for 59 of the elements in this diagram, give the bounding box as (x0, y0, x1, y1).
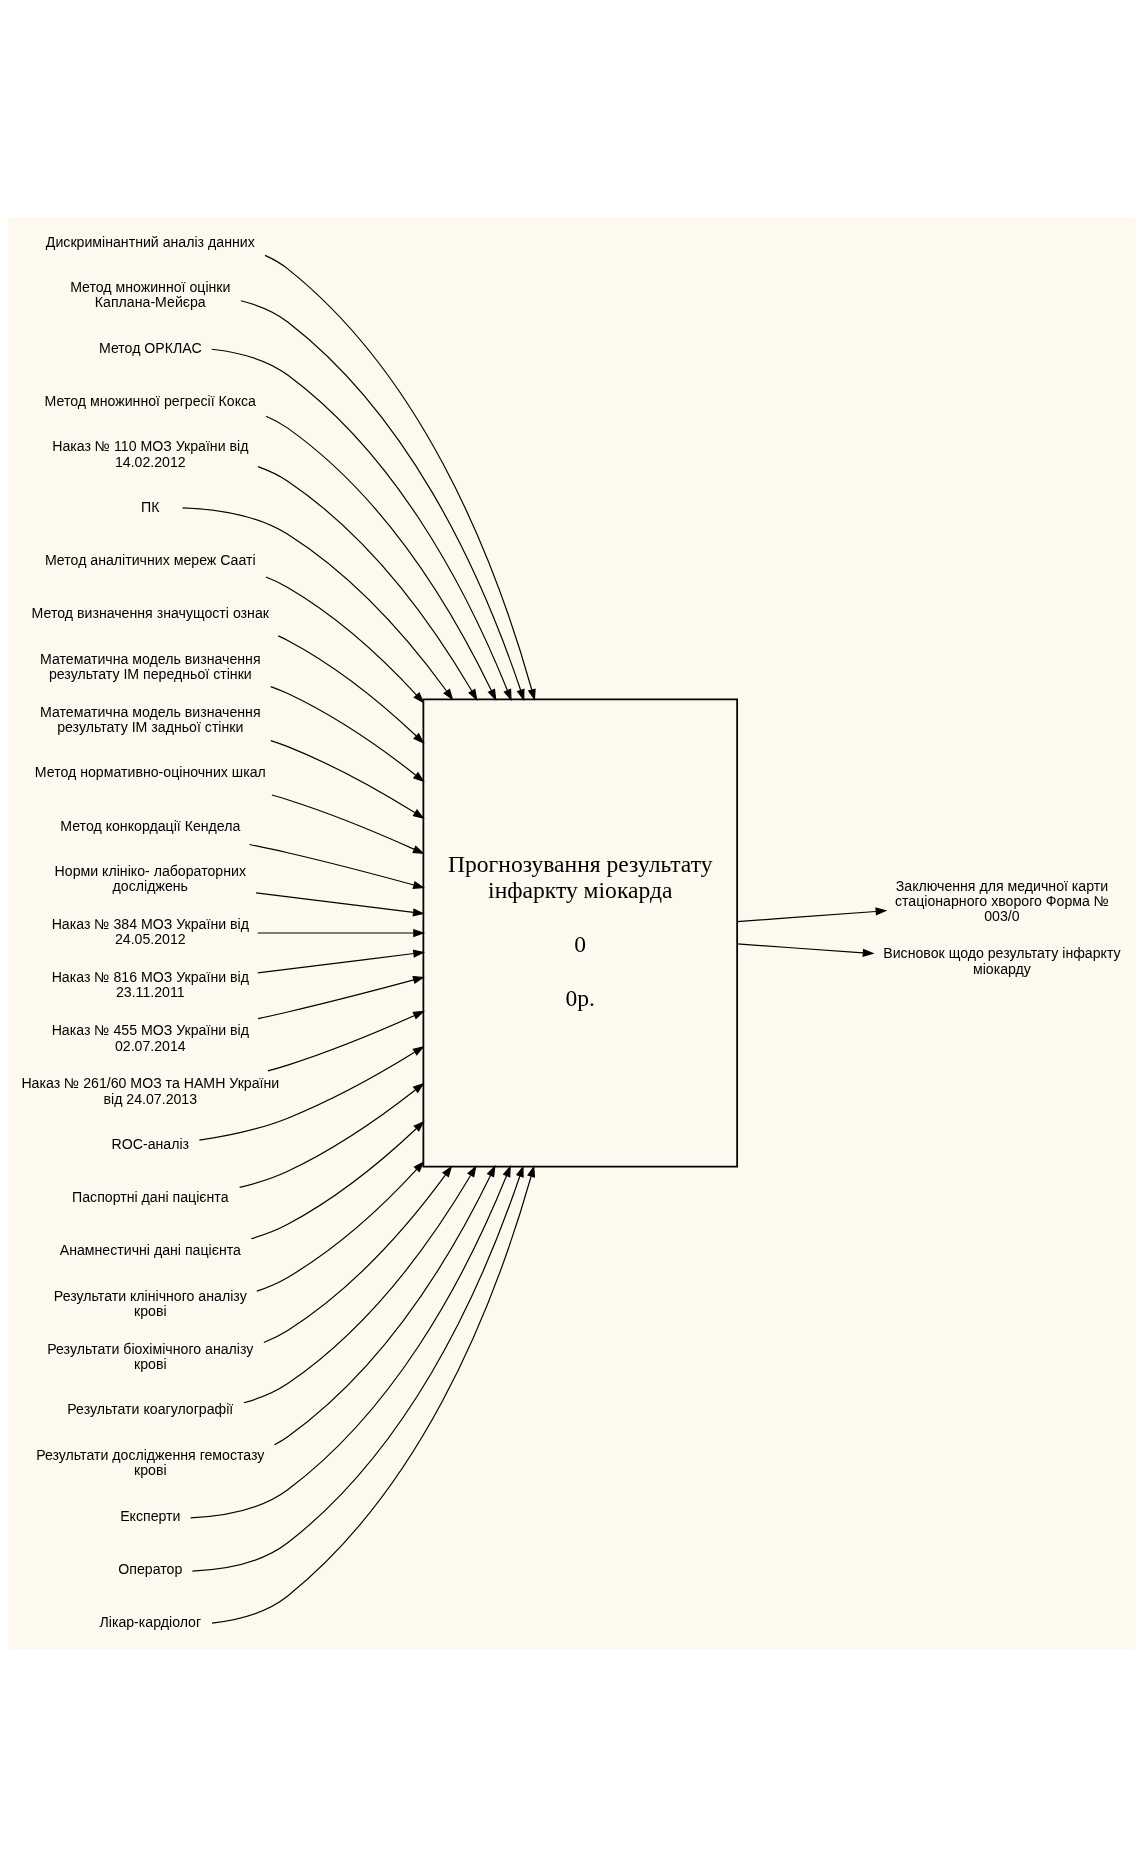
node-text: Метод конкордації Кендела (60, 817, 241, 833)
node-text: Анамнестичні дані пацієнта (59, 1241, 241, 1258)
arrow (198, 1045, 425, 1141)
arrow (243, 1164, 477, 1403)
arrow (257, 928, 426, 937)
node-text: Метод множинної оцінки Каплана-Мейєра (70, 278, 231, 310)
arrow (736, 942, 875, 957)
arrow (248, 843, 425, 889)
node-box: Прогнозування результату інфаркту міокарда 0 0р. (422, 698, 739, 1167)
arrow (250, 1120, 425, 1239)
node-text: Результати дослідження гемостазу крові (36, 1446, 265, 1478)
arrow (256, 1160, 425, 1292)
node-text: Наказ № 261/60 МОЗ та НАМН України від 24.07.2013 (21, 1074, 280, 1107)
node-text: ROC-аналіз (111, 1135, 190, 1152)
node-text: Наказ № 816 МОЗ України від 23.11.2011 (51, 968, 249, 1000)
arrow (190, 1164, 511, 1518)
node-text: Наказ № 455 МОЗ України від 02.07.2014 (51, 1021, 249, 1053)
arrow (257, 465, 478, 701)
arrow (211, 348, 512, 701)
node-text: Результати біохімічного аналізу крові (47, 1340, 254, 1372)
node-text: Математична модель визначення результату ІМ передньої стінки (40, 650, 261, 682)
arrow (273, 1164, 496, 1445)
arrow (239, 1082, 425, 1188)
arrow (257, 948, 426, 973)
arrow (270, 685, 425, 782)
node-text: Наказ № 110 МОЗ України від 14.02.2012 (52, 437, 249, 470)
node-text: Висновок щодо результату інфаркту міокарду (883, 944, 1121, 977)
arrow (255, 891, 425, 916)
arrow (264, 254, 536, 701)
arrow (191, 1164, 524, 1572)
node-text: ПК (141, 498, 160, 515)
node-text: Паспортні дані пацієнта (72, 1188, 229, 1205)
node-text: Дискримінантний аналіз данних (45, 233, 255, 250)
arrow (267, 1010, 425, 1072)
arrow (181, 506, 454, 700)
node-text: Результати коагулографії (67, 1400, 234, 1417)
arrow (736, 906, 888, 922)
arrow (277, 634, 425, 744)
node-text: Наказ № 384 МОЗ України від 24.05.2012 (51, 915, 249, 947)
node-text: Метод визначення значущості ознак (31, 604, 269, 621)
arrow (263, 1165, 453, 1343)
node-text: Заключення для медичної карти стаціонарного хворого Форма № 003/0 (894, 877, 1109, 924)
node-text: Метод нормативно-оціночних шкал (34, 763, 266, 780)
node-text: Оператор (118, 1560, 183, 1577)
arrow (211, 1164, 536, 1624)
arrow (270, 739, 425, 819)
node-text: Лікар-кардіолог (99, 1613, 202, 1630)
node-text: Метод аналітичних мереж Сааті (44, 551, 256, 568)
node-text: Експерти (120, 1507, 181, 1524)
arrow (240, 299, 525, 701)
node-text: Норми клініко- лабораторних досліджень (54, 862, 246, 894)
node-text: Математична модель визначення результату ІМ задньої стінки (40, 703, 261, 735)
node-text: Метод множинної регресії Кокса (44, 392, 256, 409)
arrow (271, 793, 425, 854)
arrow (257, 975, 425, 1019)
arrow (265, 415, 497, 701)
arrow (265, 575, 425, 704)
node-text: Метод ОРКЛАС (98, 339, 202, 356)
node-text: Результати клінічного аналізу крові (53, 1287, 247, 1319)
